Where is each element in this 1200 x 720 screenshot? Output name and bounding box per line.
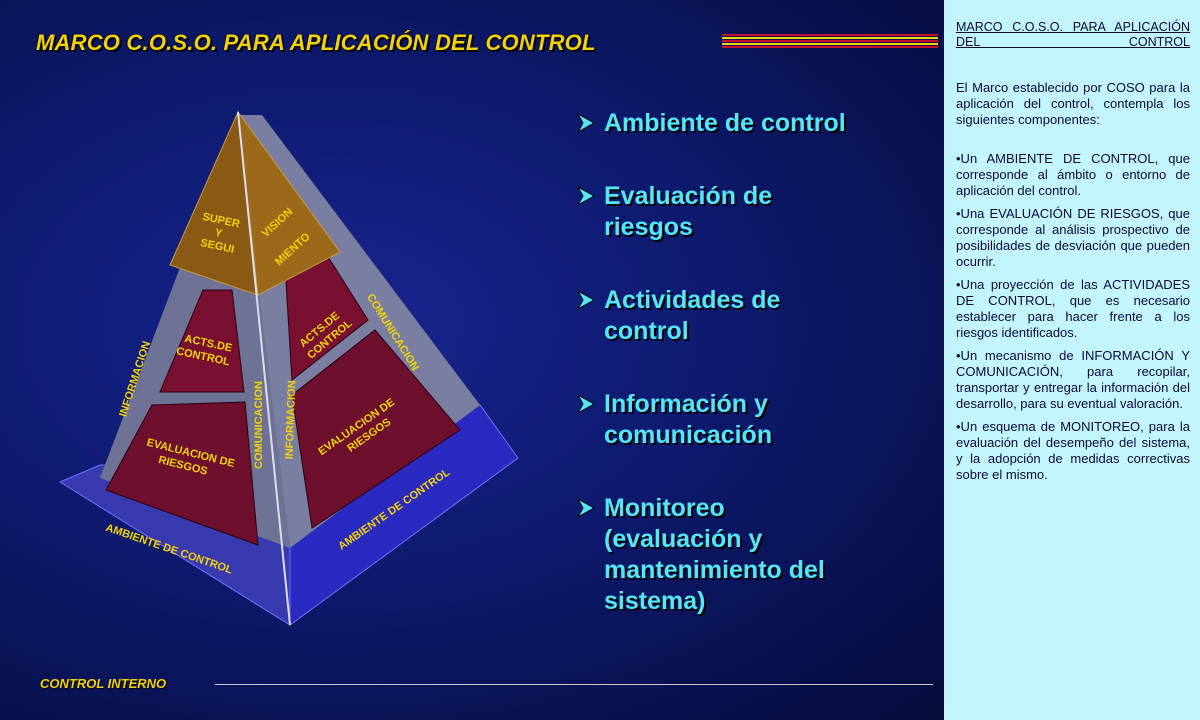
- label-info-center: INFORMACION: [284, 380, 299, 459]
- component-bullet-line: control: [604, 317, 689, 345]
- notes-intro: El Marco establecido por COSO para la ap…: [956, 80, 1190, 127]
- component-bullet-line: comunicación: [604, 421, 773, 449]
- title-decoration: [722, 34, 938, 48]
- component-bullet: Ambiente de control: [576, 108, 916, 139]
- component-bullet: Evaluación de riesgos: [576, 181, 916, 243]
- notes-panel: MARCO C.O.S.O. PARA APLICACIÓN DEL CONTR…: [944, 0, 1200, 720]
- notes-item: •Una EVALUACIÓN DE RIESGOS, que correspo…: [956, 206, 1190, 269]
- component-bullet: Información y comunicación: [576, 389, 916, 451]
- panel-eval-left: [105, 401, 259, 546]
- notes-title: MARCO C.O.S.O. PARA APLICACIÓN DEL CONTR…: [956, 20, 1190, 49]
- component-bullet-line: mantenimiento del: [604, 556, 825, 584]
- arrow-bullet-icon: [576, 289, 596, 311]
- component-bullet-line: Actividades de: [604, 286, 781, 314]
- notes-item: •Un esquema de MONITOREO, para la evalua…: [956, 419, 1190, 482]
- notes-item: •Un mecanismo de INFORMACIÓN Y COMUNICAC…: [956, 348, 1190, 411]
- component-bullet-line: riesgos: [604, 213, 693, 241]
- notes-item: •Un AMBIENTE DE CONTROL, que corresponde…: [956, 151, 1190, 198]
- arrow-bullet-icon: [576, 393, 596, 415]
- component-bullet: Actividades de control: [576, 285, 916, 347]
- component-bullet: Monitoreo (evaluación y mantenimiento del s…: [576, 493, 916, 617]
- coso-pyramid-diagram: SUPER Y SEGUI VISION MIENTO ACTS.DE CONT…: [58, 110, 519, 626]
- footer-label: CONTROL INTERNO: [40, 676, 167, 691]
- footer-divider: [215, 684, 933, 685]
- panel-eval-right: [291, 329, 461, 529]
- slide: MARCO C.O.S.O. PARA APLICACIÓN DEL CONTR…: [0, 0, 944, 720]
- arrow-bullet-icon: [576, 185, 596, 207]
- component-bullet-line: (evaluación y: [604, 525, 763, 553]
- slide-title: MARCO C.O.S.O. PARA APLICACIÓN DEL CONTR…: [36, 30, 596, 55]
- component-bullet-line: sistema): [604, 587, 706, 615]
- arrow-bullet-icon: [576, 112, 596, 134]
- notes-items: •Un AMBIENTE DE CONTROL, que corresponde…: [956, 151, 1190, 483]
- component-bullet-line: Evaluación de: [604, 182, 773, 210]
- notes-item: •Una proyección de las ACTIVIDADES DE CO…: [956, 277, 1190, 340]
- panel-acts-left: [159, 289, 245, 393]
- label-comunicacion-center: COMUNICACION: [253, 381, 265, 469]
- component-bullet-line: Monitoreo: [604, 494, 725, 522]
- component-bullet-line: Información y: [604, 390, 768, 418]
- arrow-bullet-icon: [576, 497, 596, 519]
- component-bullet-line: Ambiente de control: [604, 109, 846, 137]
